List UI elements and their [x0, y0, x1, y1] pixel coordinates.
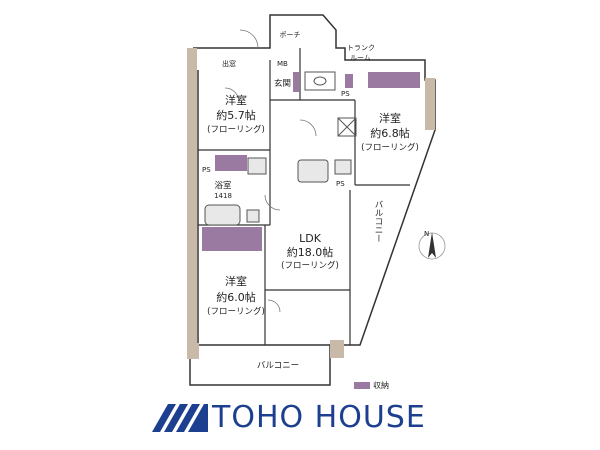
pillar [187, 343, 199, 359]
label-trunk-room-2: ルーム [350, 54, 371, 62]
legend-storage-swatch [354, 382, 370, 389]
legend: 収納 [354, 380, 389, 391]
pillar [330, 340, 344, 358]
room-size-western-c: 約6.0帖 [216, 290, 256, 304]
room-name-bath: 浴室 [214, 180, 232, 191]
room-floor-western-c: (フローリング) [207, 306, 265, 317]
room-name-western-a: 洋室 [225, 93, 247, 107]
room-name-ldk: LDK [299, 232, 322, 245]
label-balcony-bottom: バルコニー [257, 361, 299, 371]
room-floor-western-a: (フローリング) [207, 124, 265, 135]
outer-walls [189, 14, 436, 386]
room-size-western-b: 約6.8帖 [370, 126, 410, 140]
label-trunk-room-1: トランク [347, 44, 375, 52]
label-balcony-side: バルコニー [373, 200, 383, 243]
toilet [304, 71, 336, 91]
label-bay: 出窓 [222, 59, 236, 68]
bath-fixtures [204, 157, 267, 226]
storage-blocks [202, 72, 420, 251]
storage-room-b [368, 72, 420, 88]
legend-storage-label: 収納 [373, 381, 389, 390]
room-floor-ldk: (フローリング) [281, 260, 339, 271]
kitchen [297, 117, 357, 183]
label-ps-1: PS [341, 90, 350, 98]
label-mb: MB [277, 60, 288, 68]
brand-name: TOHO HOUSE [212, 400, 426, 435]
room-size-western-a: 約5.7帖 [216, 108, 256, 122]
storage-trunk [345, 74, 353, 88]
storage-room-a [215, 155, 247, 171]
label-ps-2: PS [202, 166, 211, 174]
label-ps-3: PS [336, 180, 345, 188]
room-name-western-b: 洋室 [379, 111, 401, 125]
room-size-ldk: 約18.0帖 [287, 245, 334, 259]
label-porch: ポーチ [280, 31, 301, 39]
room-name-western-c: 洋室 [225, 274, 247, 288]
toho-logo-icon [152, 404, 208, 432]
room-floor-western-b: (フローリング) [361, 142, 419, 153]
north-label: N [424, 230, 429, 238]
doors [224, 29, 317, 313]
room-size-bath: 1418 [214, 192, 232, 200]
right-wall-band [425, 78, 435, 130]
storage-room-c [202, 227, 262, 251]
left-wall-band [187, 48, 197, 346]
label-entrance: 玄関 [274, 78, 291, 89]
storage-entrance [293, 72, 299, 92]
north-arrow-icon: N [418, 230, 446, 260]
